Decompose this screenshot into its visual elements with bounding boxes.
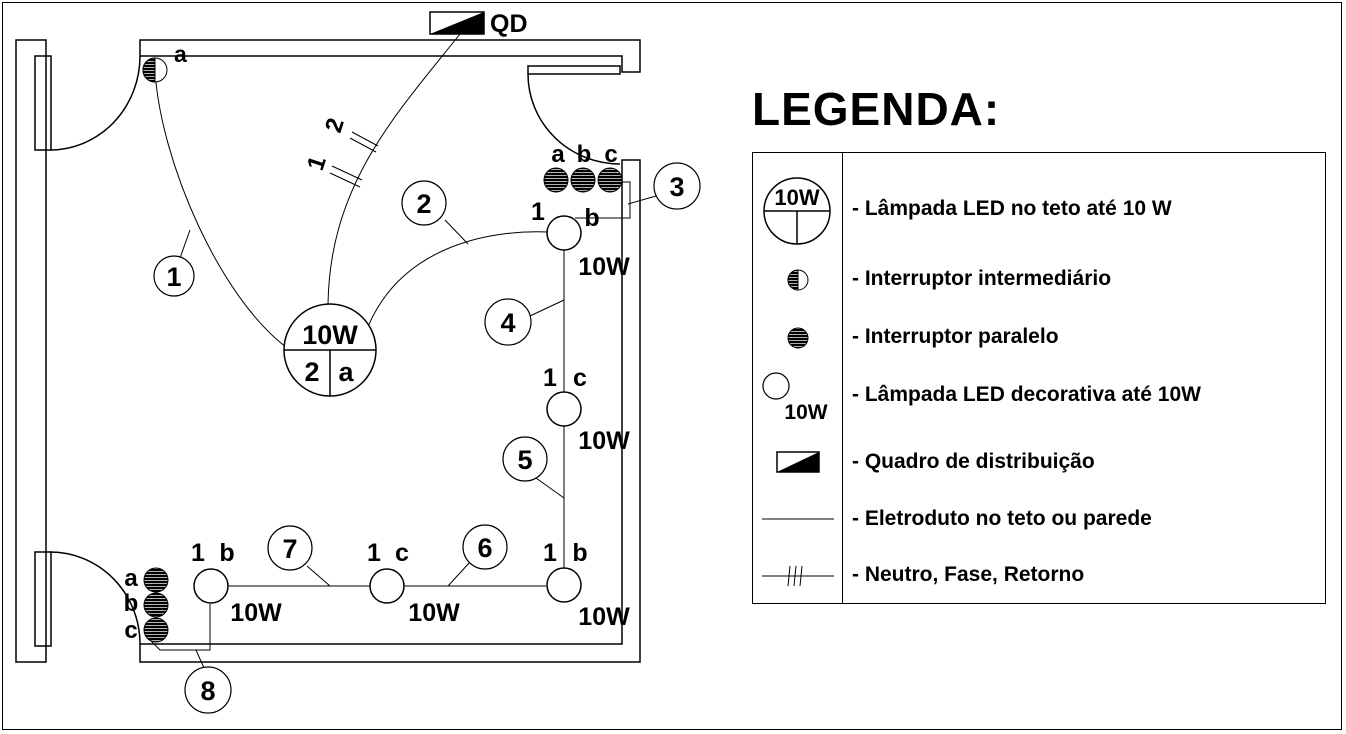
legend-item-parallel-switch: - Interruptor paralelo xyxy=(852,325,1059,348)
decor-lamp-1-power: 10W xyxy=(578,253,630,281)
leader-1 xyxy=(179,229,191,259)
svg-text:3: 3 xyxy=(669,172,684,202)
circuit-bubble-4[interactable]: 4 xyxy=(484,298,532,346)
switch-top-right-b: b xyxy=(577,141,592,168)
conductor-ticks xyxy=(329,131,379,188)
switch-intermediate-top-left[interactable] xyxy=(142,57,168,83)
leader-8 xyxy=(195,649,205,669)
door-top-left-leaf[interactable] xyxy=(34,55,52,151)
decor-lamp-2-circuit: 1 xyxy=(543,364,557,392)
legend-lamp-symbol-label: 10W xyxy=(774,185,819,210)
decorative-lamp[interactable] xyxy=(546,215,582,251)
circuit-bubble-2[interactable]: 2 xyxy=(401,180,447,226)
legend-item-ceiling-lamp: - Lâmpada LED no teto até 10 W xyxy=(852,197,1172,220)
decor-lamp-5-switch: b xyxy=(219,539,234,567)
svg-text:1: 1 xyxy=(166,262,181,292)
leader-3 xyxy=(627,195,657,205)
decor-lamp-5-circuit: 1 xyxy=(191,539,205,567)
conduit-3 xyxy=(575,181,631,219)
distribution-panel[interactable] xyxy=(429,11,485,35)
switch-bottom-left-a: a xyxy=(124,565,138,592)
decor-lamp-3-switch: b xyxy=(572,539,587,567)
decor-lamp-2-switch: c xyxy=(573,364,587,392)
leader-5 xyxy=(535,477,565,499)
decorative-lamp[interactable] xyxy=(369,568,405,604)
leader-2 xyxy=(444,219,469,245)
circuit-bubble-7[interactable]: 7 xyxy=(267,525,313,571)
door-bottom-left-leaf[interactable] xyxy=(34,551,52,647)
legend-item-decor-lamp: - Lâmpada LED decorativa até 10W xyxy=(852,383,1201,406)
decor-lamp-4-switch: c xyxy=(395,539,409,567)
ceiling-lamp-switch: a xyxy=(338,357,354,387)
legend-box xyxy=(752,152,1326,604)
svg-text:2: 2 xyxy=(416,189,431,219)
circuit-bubble-8[interactable]: 8 xyxy=(184,666,232,714)
legend-item-conductors: - Neutro, Fase, Retorno xyxy=(852,563,1085,586)
leader-7 xyxy=(306,565,331,587)
legend-lamp-symbol xyxy=(763,177,831,245)
conduit-qd xyxy=(327,23,469,305)
legend-decor-lamp-icon xyxy=(762,372,790,400)
switch-group-bottom-left[interactable] xyxy=(143,567,169,643)
conduit-1 xyxy=(154,69,291,351)
door-bottom-left-swing xyxy=(49,551,141,645)
decorative-lamp[interactable] xyxy=(546,391,582,427)
legend-item-conduit: - Eletroduto no teto ou parede xyxy=(852,507,1152,530)
tick-label-2: 2 xyxy=(320,115,350,136)
legend-panel-icon xyxy=(776,451,820,473)
decor-lamp-2-power: 10W xyxy=(578,427,630,455)
svg-text:6: 6 xyxy=(477,533,492,563)
svg-text:5: 5 xyxy=(517,445,532,475)
ceiling-lamp-circuit: 2 xyxy=(304,357,319,387)
legend-intermediate-switch-icon xyxy=(787,269,809,291)
conduits xyxy=(149,23,657,669)
leader-6 xyxy=(447,561,471,587)
svg-text:8: 8 xyxy=(200,676,215,706)
legend-decor-lamp-label: 10W xyxy=(784,401,827,424)
decor-lamp-4-power: 10W xyxy=(408,599,460,627)
ceiling-lamp[interactable] xyxy=(283,303,377,397)
legend-item-distribution-panel: - Quadro de distribuição xyxy=(852,450,1095,473)
switch-bottom-left-b: b xyxy=(124,590,139,617)
switch-top-left-label: a xyxy=(174,41,187,67)
svg-text:4: 4 xyxy=(500,308,515,338)
door-top-right-leaf[interactable] xyxy=(527,65,621,75)
decor-lamp-4-circuit: 1 xyxy=(367,539,381,567)
decor-lamp-5-power: 10W xyxy=(230,599,282,627)
tick-label-1: 1 xyxy=(302,153,332,174)
circuit-bubble-6[interactable]: 6 xyxy=(462,524,508,570)
legend-parallel-switch-icon xyxy=(787,327,809,349)
circuit-bubble-3[interactable]: 3 xyxy=(653,162,701,210)
legend-item-intermediate-switch: - Interruptor intermediário xyxy=(852,267,1112,290)
switch-top-right-c: c xyxy=(604,141,617,168)
switch-top-right-a: a xyxy=(551,141,565,168)
decorative-lamp[interactable] xyxy=(193,568,229,604)
decor-lamp-3-circuit: 1 xyxy=(543,539,557,567)
decor-lamp-1-circuit: 1 xyxy=(531,198,545,226)
switch-group-top-right[interactable] xyxy=(543,167,623,193)
circuit-bubble-1[interactable]: 1 xyxy=(153,255,195,297)
door-top-right-swing xyxy=(527,73,621,165)
legend-divider xyxy=(842,152,843,604)
switch-bottom-left-c: c xyxy=(124,617,137,644)
distribution-panel-label: QD xyxy=(490,10,528,38)
ceiling-lamp-power: 10W xyxy=(302,320,358,350)
doors xyxy=(34,55,621,647)
legend-title: LEGENDA: xyxy=(752,83,1001,135)
svg-text:7: 7 xyxy=(282,534,297,564)
decor-lamp-3-power: 10W xyxy=(578,603,630,631)
circuit-bubble-5[interactable]: 5 xyxy=(502,436,548,482)
door-top-left-swing xyxy=(49,55,141,151)
leader-4 xyxy=(529,299,565,317)
decorative-lamp[interactable] xyxy=(546,567,582,603)
conduit-8 xyxy=(149,604,211,651)
legend-conductor-icon xyxy=(762,565,834,587)
conduit-2 xyxy=(364,231,549,335)
decor-lamp-1-switch: b xyxy=(584,204,599,232)
